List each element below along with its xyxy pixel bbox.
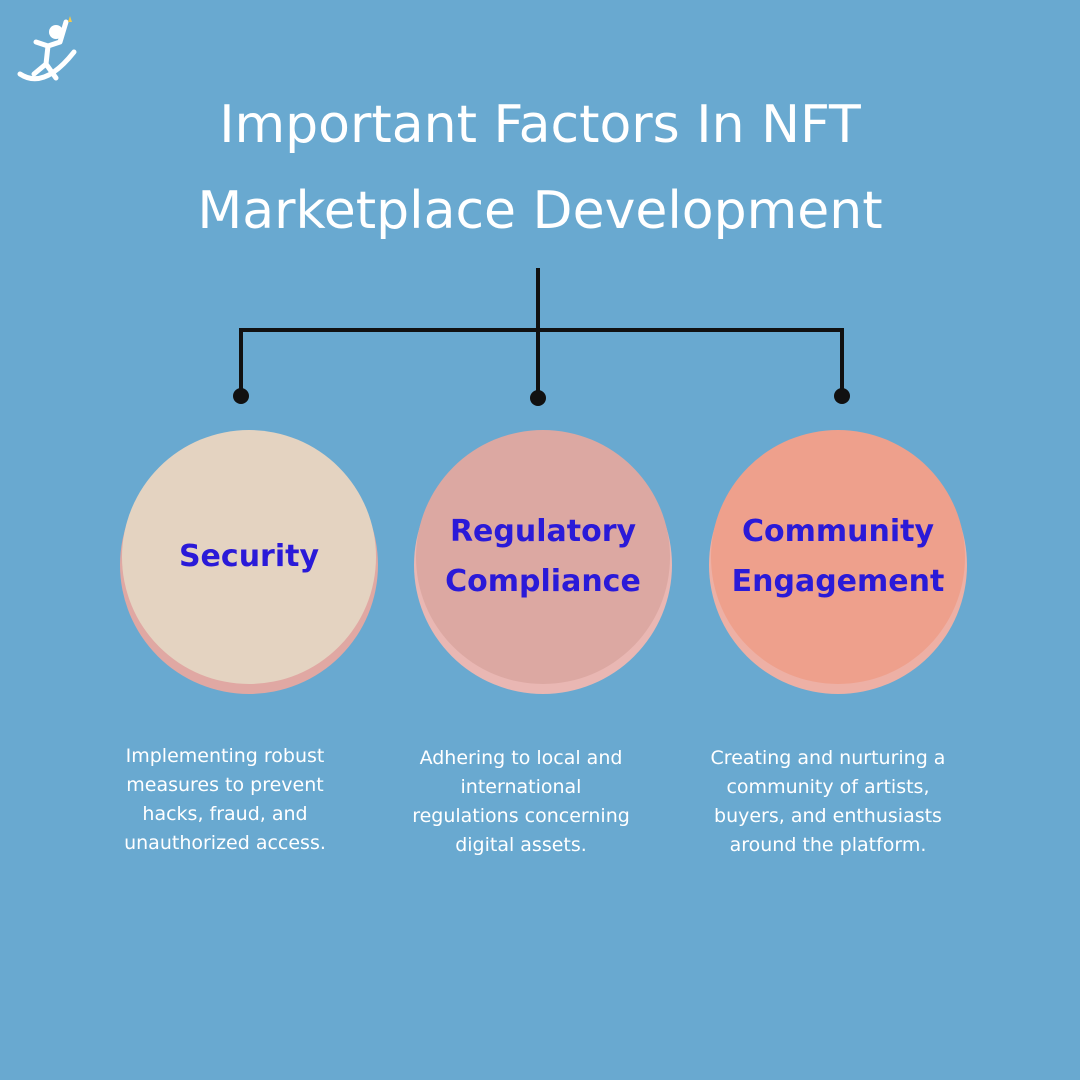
description-line: Creating and nurturing a (710, 747, 946, 769)
factor-community-engagement-description: Creating and nurturing a community of ar… (693, 744, 963, 860)
factor-label-line: Community (741, 514, 935, 549)
factor-label-line: Security (178, 539, 320, 574)
title-line-1: Important Factors In NFT (219, 95, 861, 155)
page-title: Important Factors In NFT Marketplace Dev… (90, 82, 990, 254)
description-line: Implementing robust (125, 745, 325, 767)
circle-face: Regulatory Compliance (416, 430, 670, 684)
connector-dot-middle (530, 390, 546, 406)
description-line: community of artists, (726, 776, 930, 798)
description-line: unauthorized access. (124, 832, 326, 854)
factor-security-description: Implementing robust measures to prevent … (90, 742, 360, 858)
description-line: regulations concerning (412, 805, 630, 827)
brand-logo-icon (17, 16, 77, 82)
connector-dot-right (834, 388, 850, 404)
description-line: Adhering to local and (419, 747, 623, 769)
description-line: measures to prevent (126, 774, 324, 796)
description-line: around the platform. (729, 834, 927, 856)
description-line: buyers, and enthusiasts (714, 805, 942, 827)
factor-community-engagement-node: Community Engagement (709, 430, 971, 694)
circle-face: Security (122, 430, 376, 684)
factor-label-line: Regulatory (449, 514, 637, 549)
description-line: hacks, fraud, and (142, 803, 308, 825)
factor-regulatory-compliance-description: Adhering to local and international regu… (386, 744, 656, 860)
title-line-2: Marketplace Development (197, 181, 883, 241)
circle-face: Community Engagement (711, 430, 965, 684)
description-line: digital assets. (455, 834, 587, 856)
description-line: international (460, 776, 582, 798)
factor-label-line: Compliance (445, 564, 641, 599)
connector-dot-left (233, 388, 249, 404)
factor-security-node: Security (120, 430, 382, 694)
factor-regulatory-compliance-node: Regulatory Compliance (414, 430, 676, 694)
factor-label-line: Engagement (731, 564, 945, 599)
